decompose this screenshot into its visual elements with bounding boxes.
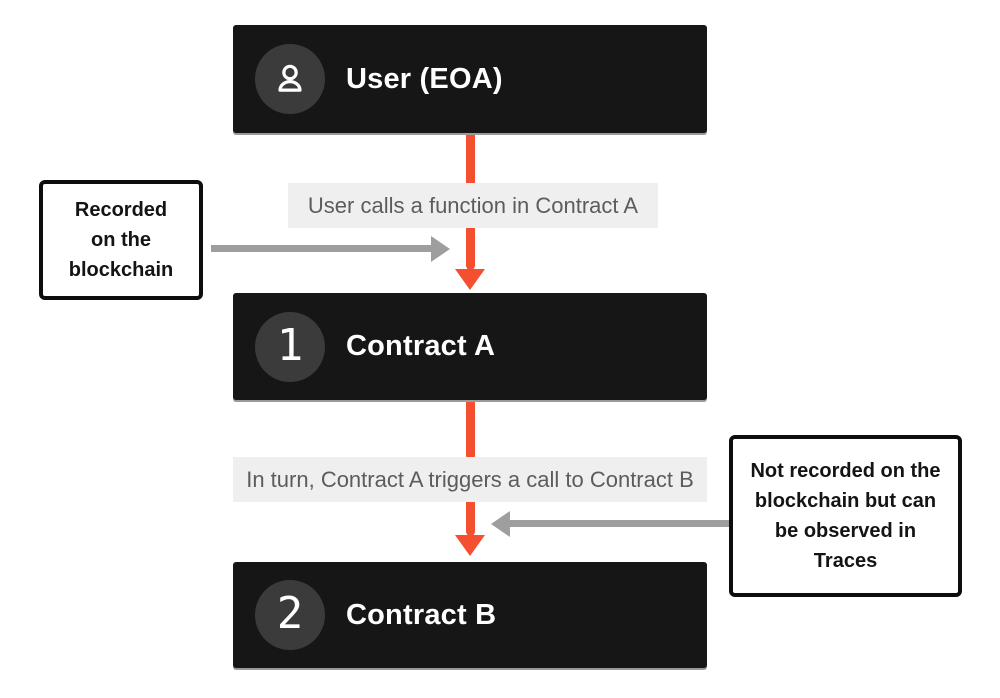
annotation-line: be observed in — [774, 520, 917, 542]
annotation-line: Traces — [813, 550, 878, 572]
annotation-not-recorded-traces: Not recorded on the blockchain but can b… — [729, 435, 962, 597]
edge-label-user-calls-contract-a: User calls a function in Contract A — [288, 183, 658, 228]
annotation-recorded-on-blockchain: Recorded on the blockchain — [39, 180, 203, 300]
step-1-number: 1 — [276, 319, 304, 371]
flow-arrow-2-arrowhead-icon — [455, 535, 485, 556]
user-avatar-badge — [255, 44, 325, 114]
flow-arrow-1-arrowhead-icon — [455, 269, 485, 290]
flow-arrow-1-upper-segment — [466, 130, 475, 188]
node-user-eoa: User (EOA) — [233, 25, 707, 133]
annotation-line: blockchain — [68, 259, 174, 281]
pointer-arrow-left-line — [211, 245, 433, 252]
node-title-user: User (EOA) — [346, 62, 503, 95]
annotation-line: on the — [91, 229, 151, 251]
flow-arrow-2-lower-segment — [466, 498, 475, 536]
step-2-number: 2 — [276, 588, 304, 639]
edge-label-contract-a-calls-contract-b: In turn, Contract A triggers a call to C… — [233, 457, 707, 502]
flow-arrow-2-upper-segment — [466, 398, 475, 460]
annotation-line: Recorded — [74, 199, 168, 221]
pointer-arrow-left-arrowhead-icon — [491, 511, 510, 537]
flow-arrow-1-lower-segment — [466, 223, 475, 270]
node-contract-a: 1 Contract A — [233, 293, 707, 400]
annotation-line: Not recorded on the — [750, 460, 941, 482]
pointer-arrow-right-arrowhead-icon — [431, 236, 450, 262]
step-1-badge: 1 — [255, 311, 325, 382]
annotation-line: blockchain but can — [754, 490, 937, 512]
step-2-badge: 2 — [255, 580, 325, 650]
node-title-contract-b: Contract B — [346, 598, 497, 631]
pointer-arrow-right-line — [508, 520, 729, 527]
node-title-contract-a: Contract A — [346, 330, 496, 362]
node-contract-b: 2 Contract B — [233, 562, 707, 668]
user-icon — [278, 64, 302, 92]
